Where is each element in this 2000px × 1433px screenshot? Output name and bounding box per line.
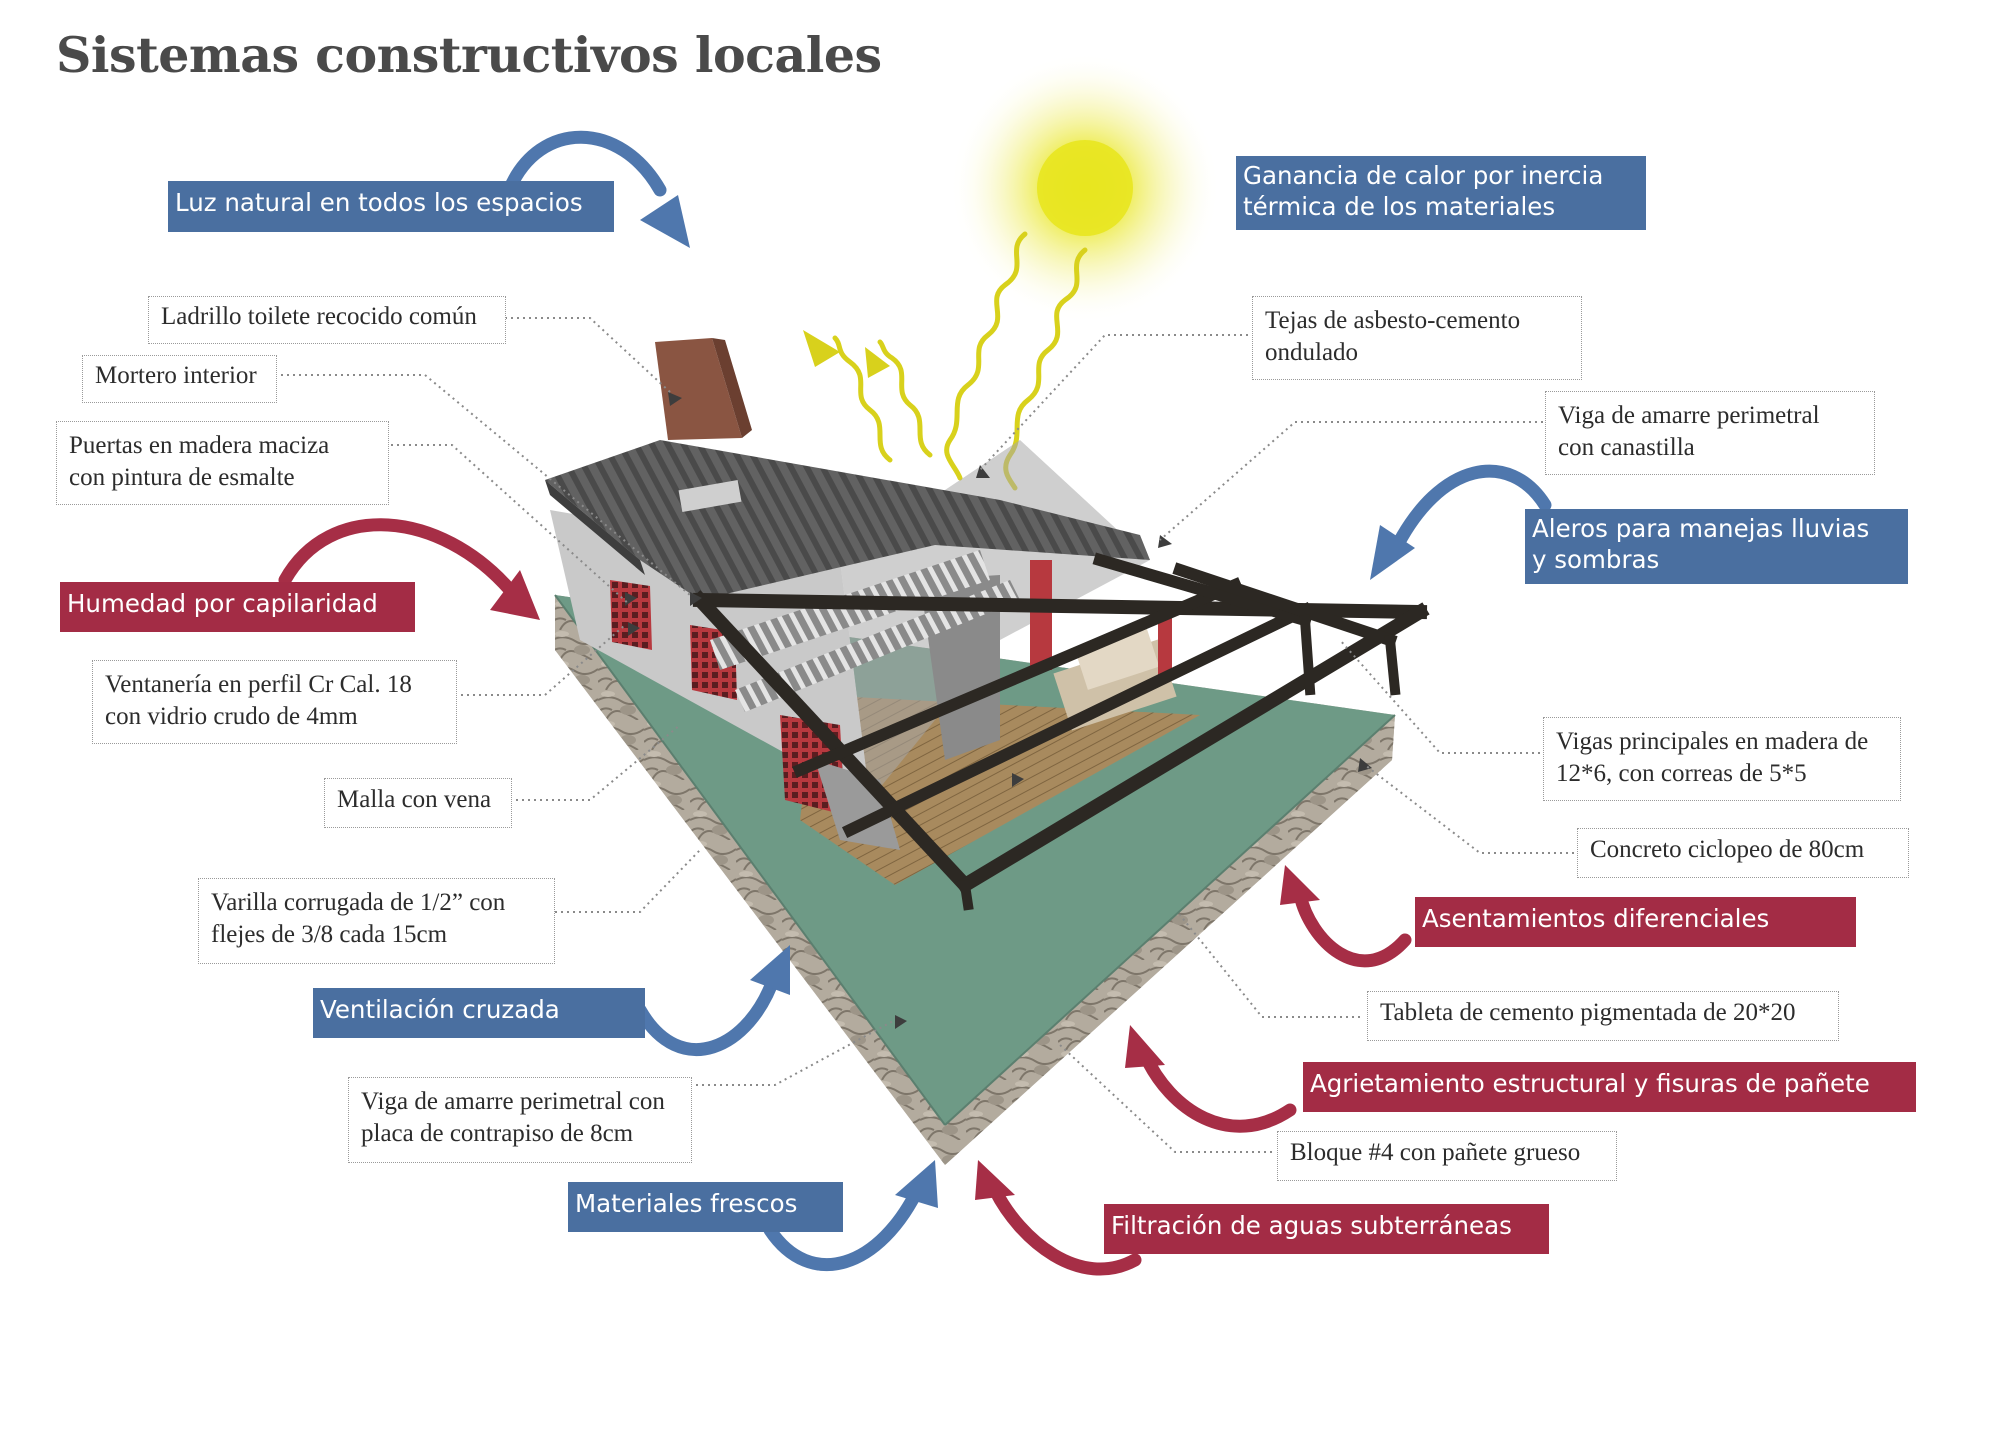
callout-text: Concreto ciclopeo de 80cm [1590,836,1865,863]
callout-text: Malla con vena [337,786,492,813]
arrowhead-icon [640,195,1415,1208]
callout-concreto: Concreto ciclopeo de 80cm [1577,828,1909,878]
tag-text: Ganancia de calor por inercia [1243,161,1604,190]
callout-ventaneria: Ventanería en perfil Cr Cal. 18 con vidr… [92,660,457,744]
callout-tableta: Tableta de cemento pigmentada de 20*20 [1367,991,1839,1041]
callout-text: Viga de amarre perimetral con [361,1088,665,1115]
callout-text: Bloque #4 con pañete grueso [1290,1139,1581,1166]
callout-ladrillo: Ladrillo toilete recocido común [148,296,506,344]
tag-agrietamiento: Agrietamiento estructural y fisuras de p… [1303,1062,1916,1112]
tag-humedad: Humedad por capilaridad [60,582,415,632]
pointer-triangle-icon [625,392,1372,1029]
tag-text: Humedad por capilaridad [67,589,378,618]
callout-text: con pintura de esmalte [69,464,295,491]
callout-text: Varilla corrugada de 1/2” con [211,889,506,916]
callout-text: con vidrio crudo de 4mm [105,703,358,730]
sun-icon [950,53,1220,323]
callout-viga-contrapiso: Viga de amarre perimetral con placa de c… [348,1077,692,1163]
callout-text: Ventanería en perfil Cr Cal. 18 [105,671,412,698]
callout-bloque: Bloque #4 con pañete grueso [1277,1131,1617,1181]
roof-beams [690,552,1430,911]
callout-puertas: Puertas en madera maciza con pintura de … [56,421,389,505]
tag-text: Aleros para manejas lluvias [1532,514,1870,543]
tag-text: Asentamientos diferenciales [1422,904,1770,933]
ray-arrowhead-icon [865,347,890,378]
tag-filtracion: Filtración de aguas subterráneas [1104,1204,1549,1254]
tag-text: térmica de los materiales [1243,192,1556,221]
tag-luz-natural: Luz natural en todos los espacios [168,181,614,232]
chimney [655,338,752,440]
arrowhead-icon [490,570,1320,1200]
callout-text: Tableta de cemento pigmentada de 20*20 [1380,999,1796,1026]
callout-mortero: Mortero interior [82,355,277,403]
tag-text: y sombras [1532,545,1660,574]
callout-viga-canastilla: Viga de amarre perimetral con canastilla [1545,391,1875,475]
tag-ganancia-calor: Ganancia de calor por inercia térmica de… [1236,156,1646,230]
curved-arrow-icon [278,518,1412,1276]
tag-materiales-frescos: Materiales frescos [568,1182,843,1232]
callout-text: Viga de amarre perimetral [1558,402,1820,429]
tag-ventilacion: Ventilación cruzada [313,988,645,1038]
curved-arrow-icon [503,130,1552,1272]
tag-text: Ventilación cruzada [320,995,560,1024]
tag-text: Agrietamiento estructural y fisuras de p… [1310,1069,1870,1098]
tag-text: Luz natural en todos los espacios [175,188,583,217]
callout-text: placa de contrapiso de 8cm [361,1120,634,1147]
callout-text: 12*6, con correas de 5*5 [1556,760,1807,787]
callout-text: ondulado [1265,339,1359,366]
callout-malla: Malla con vena [324,778,512,828]
tag-text: Filtración de aguas subterráneas [1111,1211,1512,1240]
page-title: Sistemas constructivos locales [56,26,882,84]
callout-tejas: Tejas de asbesto-cemento ondulado [1252,296,1582,380]
leader-lines [275,317,1574,1153]
callout-text: Tejas de asbesto-cemento [1265,307,1521,334]
callout-text: Vigas principales en madera de [1556,728,1869,755]
tag-text: Materiales frescos [575,1189,798,1218]
callout-text: flejes de 3/8 cada 15cm [211,921,448,948]
callout-text: Puertas en madera maciza [69,432,330,459]
ray-arrowhead-icon [803,330,840,367]
callout-text: con canastilla [1558,434,1695,461]
roof [545,440,1150,712]
callout-text: Ladrillo toilete recocido común [161,303,477,330]
callout-varilla: Varilla corrugada de 1/2” con flejes de … [198,878,555,964]
callout-vigas-principales: Vigas principales en madera de 12*6, con… [1543,717,1901,801]
callout-text: Mortero interior [95,362,257,389]
tag-aleros: Aleros para manejas lluvias y sombras [1525,509,1908,584]
tag-asentamientos: Asentamientos diferenciales [1415,897,1856,947]
